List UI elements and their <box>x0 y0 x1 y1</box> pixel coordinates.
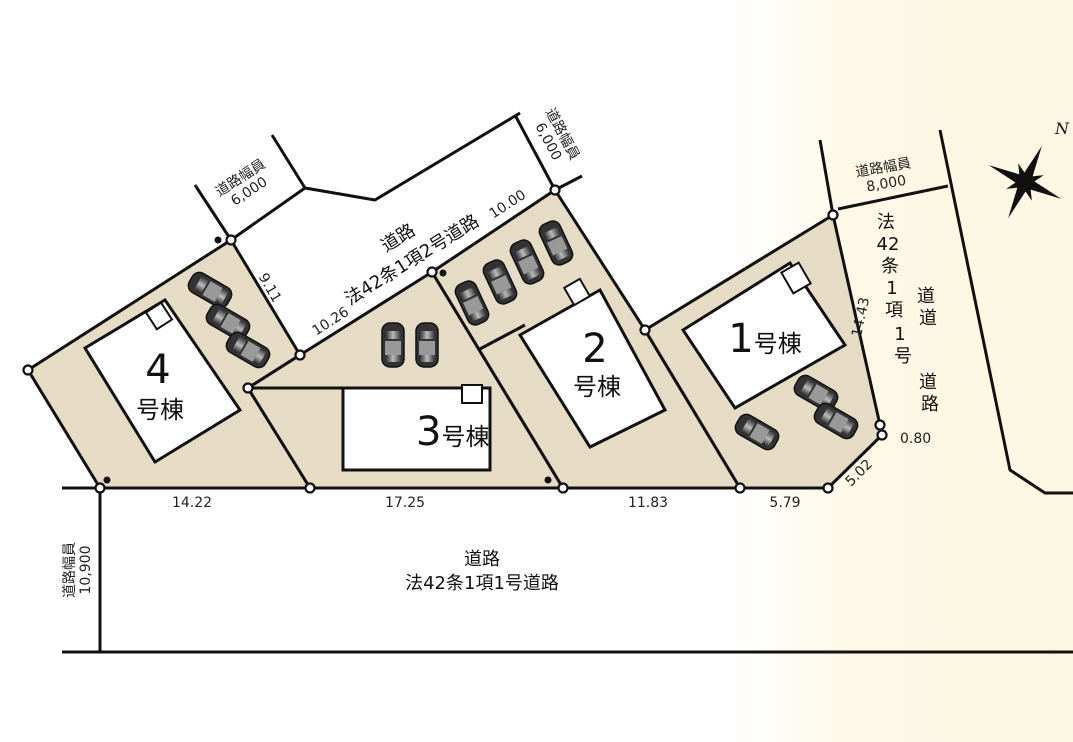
house-2-number: 2 <box>582 326 607 372</box>
svg-text:項: 項 <box>885 300 903 321</box>
compass-rose-icon: N <box>988 119 1070 219</box>
house-4-suffix: 号棟 <box>136 396 184 424</box>
car-icon <box>415 322 439 368</box>
south-road-width-label: 道路幅員 <box>62 542 78 598</box>
north-road-width-arrow <box>230 186 306 242</box>
house-4 <box>82 297 243 465</box>
house-3-label: 3号棟 <box>416 409 489 455</box>
east-road-edge <box>818 139 835 216</box>
svg-text:42: 42 <box>877 234 900 255</box>
house-1 <box>680 260 848 410</box>
boundary-markers <box>22 184 888 494</box>
house-4-number: 4 <box>145 347 170 393</box>
svg-text:道: 道 <box>919 372 937 393</box>
house-2-suffix: 号棟 <box>573 373 621 401</box>
lot-divider <box>477 323 526 352</box>
east-road-width: 8,000 <box>865 173 907 196</box>
south-road-width: 10,900 <box>78 546 94 595</box>
svg-text:号: 号 <box>894 346 912 367</box>
svg-text:路: 路 <box>921 394 939 415</box>
svg-text:法: 法 <box>877 212 895 233</box>
entrance-icon <box>461 384 483 404</box>
svg-text:1: 1 <box>894 324 905 345</box>
south-road-type: 法42条1項1号道路 <box>405 573 559 594</box>
entrance-icon <box>144 301 174 331</box>
entrance-icon <box>562 277 592 307</box>
dimension-0-80: 0.80 <box>900 431 931 447</box>
svg-text:条: 条 <box>881 256 899 277</box>
south-road-name: 道路 <box>464 549 500 570</box>
svg-text:道: 道 <box>919 308 937 329</box>
dimension-11-83: 11.83 <box>628 495 668 511</box>
north-road-far-edge <box>270 111 521 202</box>
svg-text:1: 1 <box>886 278 897 299</box>
east-road-far-edge <box>938 129 1073 495</box>
dimension-5-79: 5.79 <box>769 495 800 511</box>
svg-text:N: N <box>1054 119 1070 138</box>
dimension-17-25: 17.25 <box>385 495 425 511</box>
car-icon <box>381 322 405 368</box>
house-1-label: 1号棟 <box>728 316 801 362</box>
north-road-width-tick <box>193 184 233 241</box>
east-road-type: 法 42 条 1 項 1 号 道 道 道 路 <box>877 212 939 415</box>
house-3 <box>341 386 492 472</box>
east-road-width-arrow <box>837 184 949 211</box>
svg-text:道: 道 <box>917 286 935 307</box>
entrance-icon <box>779 261 813 295</box>
dimension-14-22: 14.22 <box>172 495 212 511</box>
